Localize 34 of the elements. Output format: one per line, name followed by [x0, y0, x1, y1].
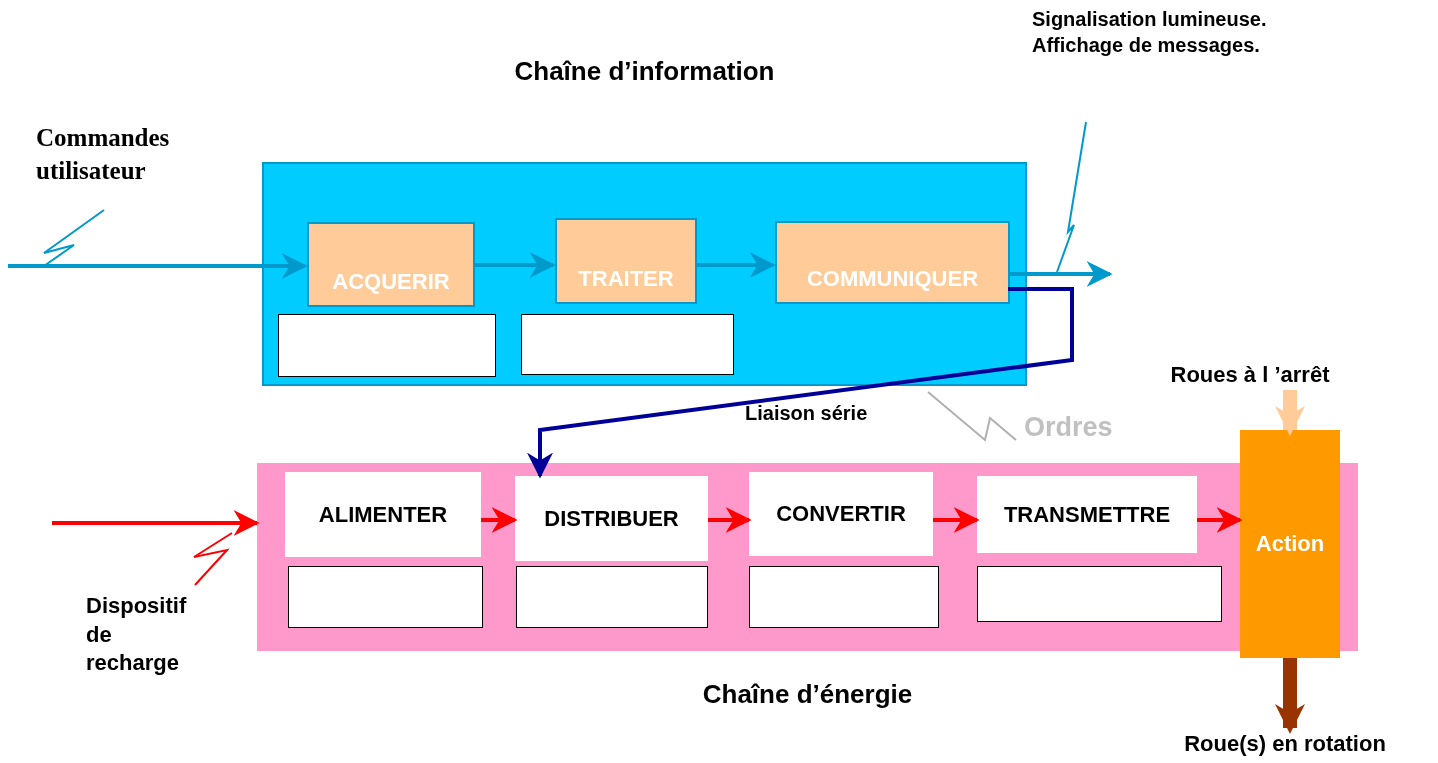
function-box: TRAITER: [555, 218, 697, 304]
action-block: Action: [1240, 430, 1340, 658]
input-caption: Commandes utilisateur: [36, 123, 171, 186]
function-box: CONVERTIR: [749, 472, 933, 556]
signal-caption: Ordres: [1024, 411, 1114, 444]
arrow: [527, 287, 1074, 479]
signal-caption: Signalisation lumineuse. Affichage de messages.: [1032, 7, 1268, 58]
chain-heading: Chaîne d’information: [513, 56, 776, 87]
state-text: Roue(s) en rotation: [1145, 728, 1425, 760]
function-box: DISTRIBUER: [515, 476, 708, 561]
arrow: [52, 510, 260, 536]
function-box: ACQUERIR: [307, 222, 475, 307]
arrow: [481, 507, 518, 533]
block-arrow: [1275, 658, 1305, 734]
arrow: [1197, 507, 1243, 533]
arrow: [695, 252, 776, 278]
state-text: Roues à l ’arrêt: [1165, 360, 1335, 390]
chain-heading: Chaîne d’énergie: [701, 679, 914, 710]
empty-box: [521, 314, 734, 375]
function-box: ALIMENTER: [285, 472, 481, 557]
empty-box: [288, 566, 483, 628]
empty-box: [516, 566, 708, 628]
arrow: [473, 252, 556, 278]
arrow: [708, 507, 752, 533]
function-box: TRANSMETTRE: [977, 476, 1197, 553]
arrow: [933, 507, 980, 533]
function-box: COMMUNIQUER: [775, 221, 1010, 304]
block-arrow: [1275, 390, 1305, 436]
empty-box: [977, 566, 1222, 622]
empty-box: [278, 314, 496, 377]
input-caption: Dispositif de recharge: [86, 592, 188, 678]
arrow: [8, 253, 308, 279]
arrow: [1008, 261, 1113, 287]
empty-box: [749, 566, 939, 628]
